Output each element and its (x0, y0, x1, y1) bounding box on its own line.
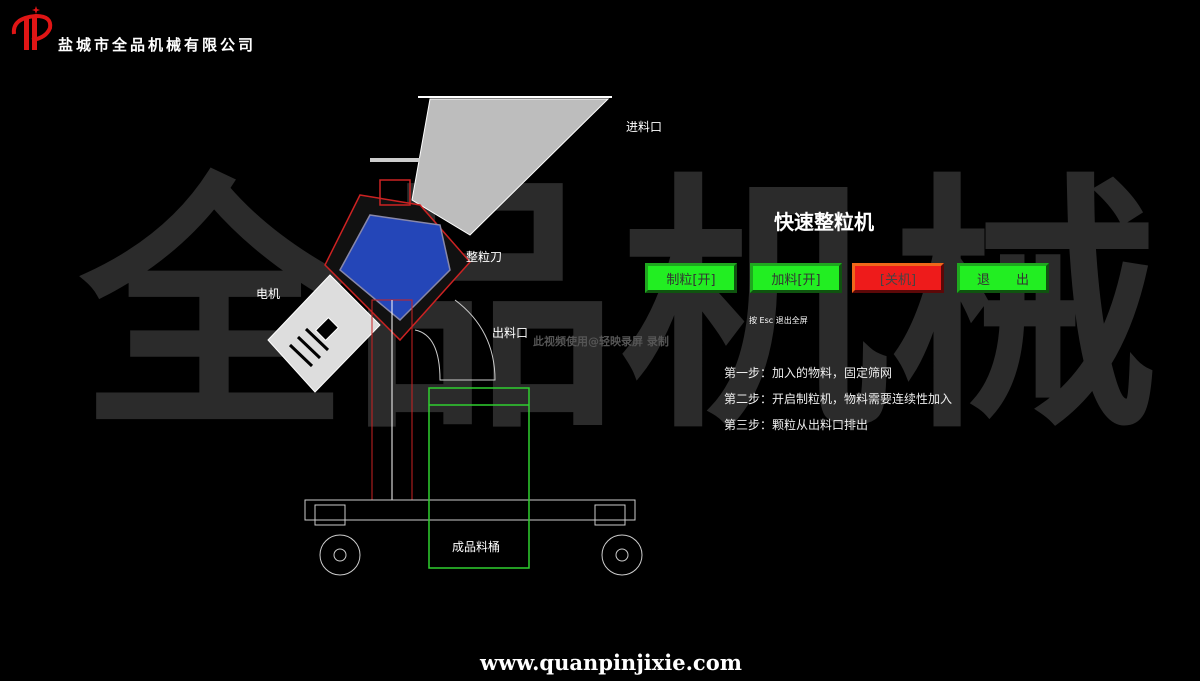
brand-watermark: 全品机械 (80, 153, 1160, 465)
feed-on-button[interactable]: 加料[开] (750, 263, 842, 293)
shutdown-button[interactable]: [关机] (852, 263, 944, 293)
panel-title: 快速整粒机 (774, 210, 874, 234)
label-bucket: 成品料桶 (452, 540, 501, 554)
label-blade: 整粒刀 (466, 250, 503, 264)
step-3: 第三步：颗粒从出料口排出 (724, 418, 869, 432)
motor (267, 274, 381, 393)
company-logo (11, 6, 53, 50)
label-inlet: 进料口 (626, 120, 663, 134)
esc-hint: 按 Esc 退出全屏 (749, 316, 808, 325)
hopper (411, 96, 612, 236)
recorder-watermark: 此视频使用@轻映录屏 录制 (533, 335, 669, 348)
website-url: www.quanpinjixie.com (480, 650, 742, 675)
outlet-chute (414, 299, 496, 381)
product-bucket (428, 387, 530, 569)
company-name: 盐城市全品机械有限公司 (58, 36, 257, 54)
granulator-body (324, 158, 472, 342)
label-outlet: 出料口 (492, 326, 529, 340)
step-2: 第二步：开启制粒机，物料需要连续性加入 (724, 392, 953, 406)
granulate-on-button[interactable]: 制粒[开] (645, 263, 737, 293)
exit-button[interactable]: 退 出 (957, 263, 1049, 293)
label-motor: 电机 (256, 287, 281, 301)
frame (304, 499, 643, 576)
step-1: 第一步：加入的物料，固定筛网 (724, 366, 893, 380)
